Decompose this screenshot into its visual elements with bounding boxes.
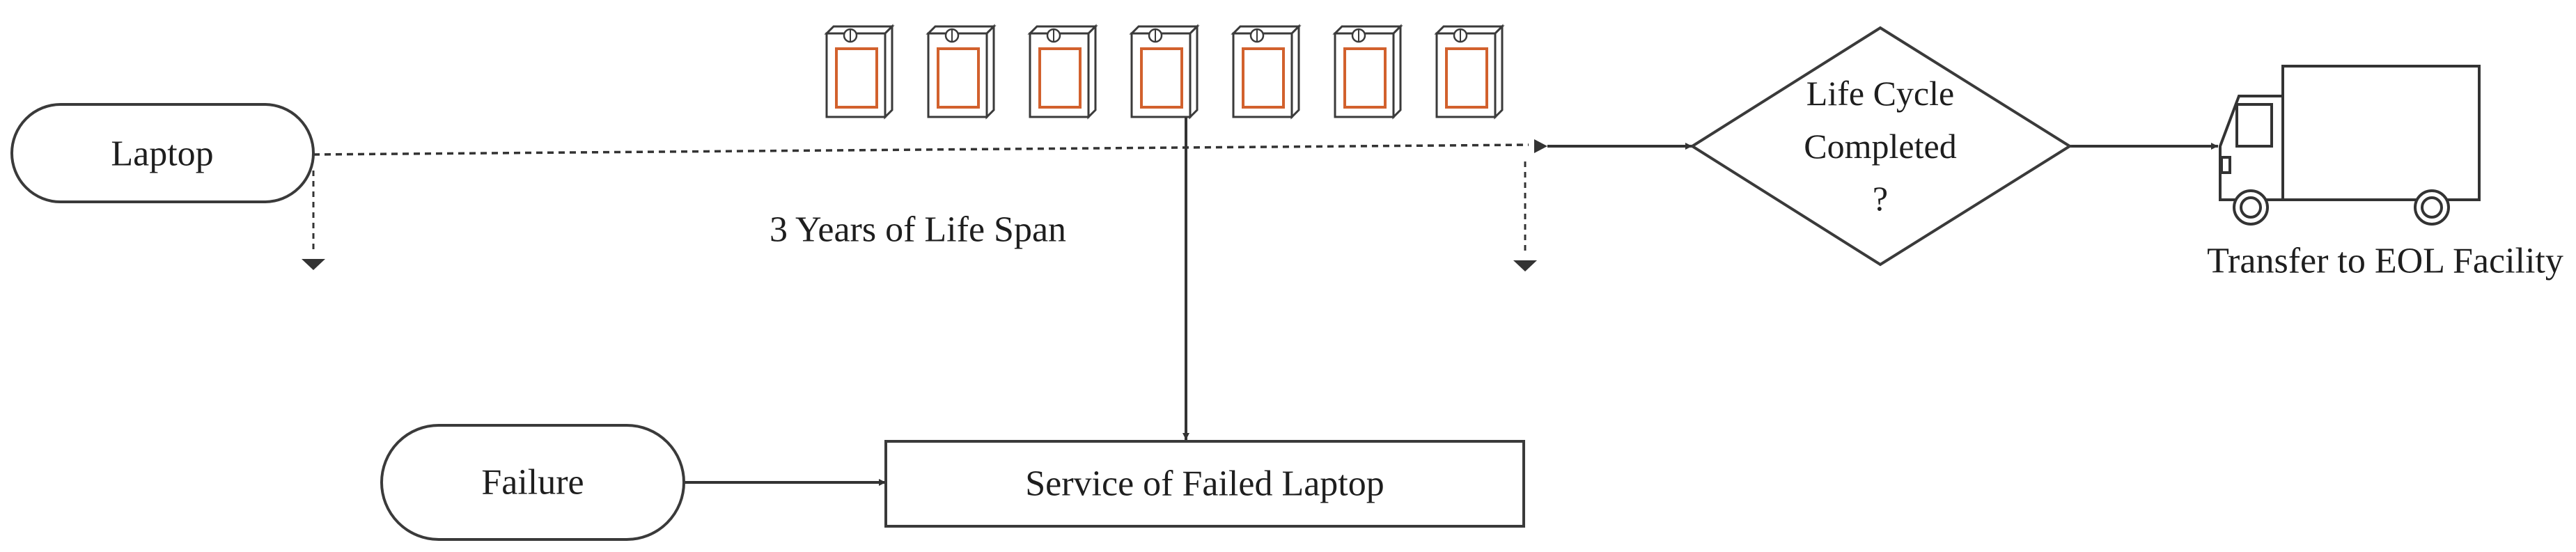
service-node: Service of Failed Laptop: [884, 440, 1525, 528]
truck-icon: [2219, 65, 2481, 226]
laptop-units-row: [825, 25, 1504, 118]
laptop-unit-icon: [825, 25, 893, 118]
failure-label: Failure: [481, 463, 584, 503]
decision-label-line-2: Completed: [1804, 127, 1956, 166]
laptop-unit-icon: [1435, 25, 1504, 118]
timeline-arrowhead: [1534, 139, 1547, 153]
timeline-end-drop-arrowhead: [1513, 260, 1537, 271]
lifespan-label: 3 Years of Life Span: [770, 210, 1066, 250]
decision-label-line-3: ?: [1873, 179, 1888, 218]
timeline-start-drop-arrowhead: [302, 259, 325, 270]
service-label: Service of Failed Laptop: [1025, 464, 1384, 504]
laptop-unit-icon: [927, 25, 995, 118]
decision-label-line-1: Life Cycle: [1806, 74, 1954, 113]
laptop-unit-icon: [1232, 25, 1300, 118]
laptop-node: Laptop: [10, 103, 315, 203]
laptop-label: Laptop: [111, 134, 213, 174]
failure-node: Failure: [380, 424, 685, 541]
decision-node: Life Cycle Completed ?: [1689, 26, 2072, 267]
laptop-unit-icon: [1130, 25, 1199, 118]
eol-label: Transfer to EOL Facility: [2207, 242, 2563, 281]
laptop-unit-icon: [1029, 25, 1097, 118]
laptop-unit-icon: [1334, 25, 1402, 118]
lifespan-timeline: [313, 143, 1529, 156]
